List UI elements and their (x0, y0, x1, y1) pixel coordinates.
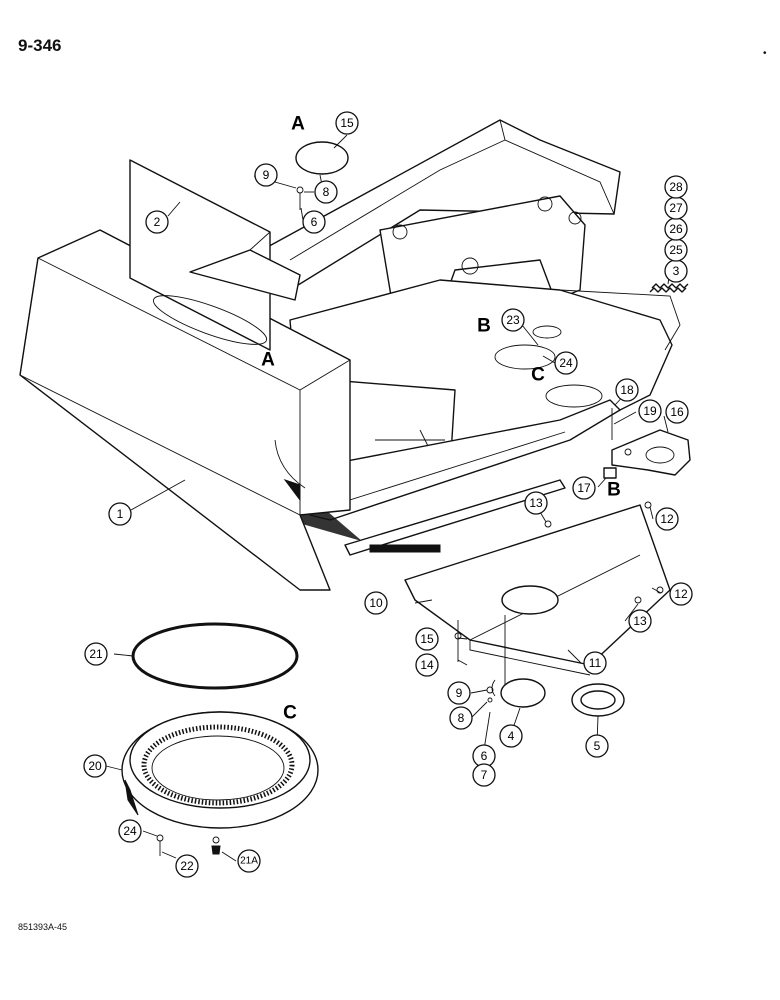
svg-text:9: 9 (456, 686, 463, 700)
svg-text:3: 3 (673, 264, 680, 278)
ref-letter-a-top: A (291, 114, 305, 135)
svg-text:15: 15 (420, 632, 434, 646)
svg-text:9: 9 (263, 168, 270, 182)
ref-letter-a-bottom: A (261, 350, 275, 371)
svg-text:27: 27 (669, 201, 683, 215)
svg-text:25: 25 (669, 243, 683, 257)
callout-5: 5 (585, 734, 609, 758)
ref-letter-b-bracket: B (607, 480, 621, 501)
callout-7: 7 (472, 763, 496, 787)
svg-text:24: 24 (123, 824, 137, 838)
svg-text:6: 6 (481, 749, 488, 763)
ref-letter-c-bearing: C (283, 703, 297, 724)
page-number: 9-346 (18, 36, 62, 55)
callout-6-upper: 6 (302, 210, 326, 234)
swing-bearing (121, 711, 319, 856)
callout-10: 10 (364, 591, 388, 615)
callout-12-lower: 12 (669, 582, 693, 606)
callout-15-lower: 15 (415, 627, 439, 651)
callout-9-lower: 9 (447, 681, 471, 705)
svg-text:13: 13 (529, 496, 543, 510)
bottom-guard (404, 501, 671, 700)
callout-23: 23 (501, 308, 525, 332)
svg-text:14: 14 (420, 658, 434, 672)
svg-text:23: 23 (506, 313, 520, 327)
svg-text:1: 1 (117, 507, 124, 521)
ref-letter-c-frame: C (531, 365, 545, 386)
svg-text:15: 15 (340, 116, 354, 130)
callout-22: 22 (175, 854, 199, 878)
callout-4: 4 (499, 724, 523, 748)
callout-15-upper: 15 (335, 111, 359, 135)
svg-text:18: 18 (620, 383, 634, 397)
callout-13-upper: 13 (524, 491, 548, 515)
callout-14: 14 (415, 653, 439, 677)
callout-9-upper: 9 (254, 163, 278, 187)
bracket-16 (603, 408, 691, 479)
svg-text:19: 19 (643, 404, 657, 418)
svg-text:26: 26 (669, 222, 683, 236)
inspection-cover (486, 678, 546, 708)
svg-text:4: 4 (508, 729, 515, 743)
callout-25: 25 (664, 238, 688, 262)
svg-text:6: 6 (311, 215, 318, 229)
callout-27: 27 (664, 196, 688, 220)
svg-text:10: 10 (369, 596, 383, 610)
callout-24-bearing: 24 (118, 819, 142, 843)
callout-21: 21 (84, 642, 108, 666)
callout-19: 19 (638, 399, 662, 423)
svg-text:21: 21 (89, 647, 103, 661)
callout-18: 18 (615, 378, 639, 402)
svg-text:2: 2 (154, 215, 161, 229)
svg-text:28: 28 (669, 180, 683, 194)
svg-text:12: 12 (674, 587, 688, 601)
callout-12-upper: 12 (655, 507, 679, 531)
svg-text:24: 24 (559, 356, 573, 370)
ref-letter-b-frame: B (477, 316, 491, 337)
callout-13-lower: 13 (628, 609, 652, 633)
seal-ring (571, 683, 625, 717)
callout-11: 11 (583, 651, 607, 675)
callout-8-upper: 8 (314, 180, 338, 204)
svg-text:17: 17 (577, 481, 591, 495)
callout-6-lower: 6 (472, 744, 496, 768)
callout-24-frame: 24 (554, 351, 578, 375)
svg-text:22: 22 (180, 859, 194, 873)
o-ring (131, 622, 299, 690)
spring (649, 283, 689, 293)
callout-28: 28 (664, 175, 688, 199)
svg-text:7: 7 (481, 768, 488, 782)
callout-16: 16 (665, 400, 689, 424)
callout-17: 17 (572, 476, 596, 500)
callout-2: 2 (145, 210, 169, 234)
cover-plate-upper (295, 141, 349, 210)
svg-text:8: 8 (458, 711, 465, 725)
callout-1: 1 (108, 502, 132, 526)
callout-20: 20 (83, 754, 107, 778)
svg-text:12: 12 (660, 512, 674, 526)
upper-frame-assembly (261, 119, 681, 556)
svg-text:8: 8 (323, 185, 330, 199)
drawing-code: 851393A-45 (18, 922, 68, 932)
callout-21a: 21A (237, 849, 261, 873)
svg-text:11: 11 (589, 656, 602, 670)
callout-3: 3 (664, 259, 688, 283)
callout-8-lower: 8 (449, 706, 473, 730)
shield-panel (129, 159, 301, 351)
svg-text:20: 20 (88, 759, 102, 773)
svg-text:5: 5 (594, 739, 601, 753)
callout-26: 26 (664, 217, 688, 241)
svg-text:16: 16 (670, 405, 684, 419)
corner-mark: • (763, 48, 767, 59)
svg-text:13: 13 (633, 614, 647, 628)
svg-text:21A: 21A (240, 856, 258, 867)
